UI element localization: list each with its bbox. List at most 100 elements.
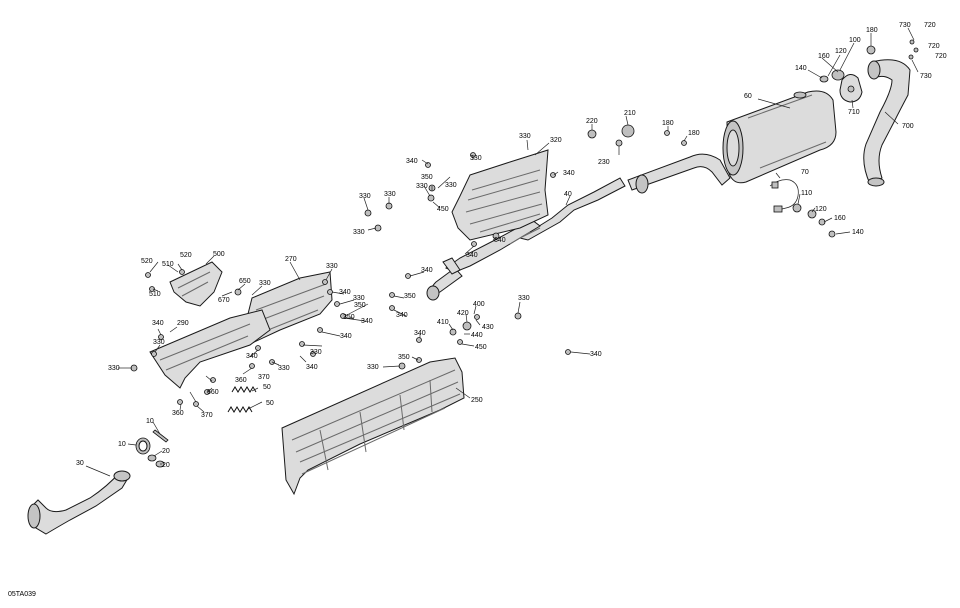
callout-340: 340: [563, 170, 575, 177]
callout-330: 330: [326, 263, 338, 270]
callout-730: 730: [899, 22, 911, 29]
callout-270: 270: [285, 256, 297, 263]
left-heat-shield-part: [149, 309, 271, 389]
callout-250: 250: [471, 397, 483, 404]
callout-450: 450: [475, 344, 487, 351]
callout-140: 140: [852, 229, 864, 236]
callout-720: 720: [924, 22, 936, 29]
callout-730: 730: [920, 73, 932, 80]
callout-330: 330: [353, 295, 365, 302]
callout-450: 450: [437, 206, 449, 213]
callout-30: 30: [76, 460, 84, 467]
callout-120: 120: [835, 48, 847, 55]
isolator-hardware: [587, 124, 687, 147]
callout-100: 100: [849, 37, 861, 44]
callout-160: 160: [818, 53, 830, 60]
callout-340: 340: [406, 158, 418, 165]
upper-heat-shield-part: [451, 149, 549, 241]
callout-160: 160: [834, 215, 846, 222]
callout-290: 290: [177, 320, 189, 327]
callout-350: 350: [343, 314, 355, 321]
muffler-hardware: [819, 39, 919, 83]
callout-330: 330: [278, 365, 290, 372]
callout-340: 340: [396, 312, 408, 319]
callout-330: 330: [384, 191, 396, 198]
bracket-part: [169, 261, 223, 307]
callout-320: 320: [550, 137, 562, 144]
callout-330: 330: [416, 183, 428, 190]
lower-heat-shield-part: [281, 357, 465, 496]
tail-pipe-part: [863, 59, 911, 187]
callout-labels: 180 730 720 100 160 120 720 720 140 730 …: [76, 22, 947, 469]
callout-670: 670: [218, 297, 230, 304]
callout-430: 430: [482, 324, 494, 331]
callout-330: 330: [359, 193, 371, 200]
callout-330: 330: [445, 182, 457, 189]
callout-340: 340: [414, 330, 426, 337]
callout-350: 350: [398, 354, 410, 361]
callout-10: 10: [146, 418, 154, 425]
callout-330: 330: [353, 229, 365, 236]
callout-50: 50: [263, 384, 271, 391]
callout-340: 340: [340, 333, 352, 340]
callout-520: 520: [180, 252, 192, 259]
callout-330: 330: [153, 339, 165, 346]
callout-440: 440: [471, 332, 483, 339]
callout-340: 340: [421, 267, 433, 274]
callout-370: 370: [258, 374, 270, 381]
callout-20: 20: [162, 462, 170, 469]
callout-40: 40: [564, 191, 572, 198]
gasket-clamp-parts: [135, 429, 169, 468]
callout-140: 140: [795, 65, 807, 72]
callout-60: 60: [744, 93, 752, 100]
callout-70: 70: [801, 169, 809, 176]
callout-340: 340: [339, 289, 351, 296]
callout-710: 710: [848, 109, 860, 116]
callout-500: 500: [213, 251, 225, 258]
callout-330: 330: [519, 133, 531, 140]
callout-510: 510: [162, 261, 174, 268]
callout-720: 720: [935, 53, 947, 60]
callout-180: 180: [662, 120, 674, 127]
callout-370: 370: [201, 412, 213, 419]
callout-50: 50: [266, 400, 274, 407]
callout-420: 420: [457, 310, 469, 317]
callout-700: 700: [902, 123, 914, 130]
callout-20: 20: [162, 448, 170, 455]
callout-10: 10: [118, 441, 126, 448]
callout-330: 330: [470, 155, 482, 162]
callout-340: 340: [306, 364, 318, 371]
leader-lines: [85, 27, 919, 477]
callout-660: 660: [207, 389, 219, 396]
callout-330: 330: [108, 365, 120, 372]
callout-340: 340: [152, 320, 164, 327]
flange-gasket-part: [839, 74, 863, 103]
callout-330: 330: [367, 364, 379, 371]
callout-340: 340: [466, 252, 478, 259]
callout-340: 340: [590, 351, 602, 358]
callout-400: 400: [473, 301, 485, 308]
callout-180: 180: [866, 27, 878, 34]
callout-120: 120: [815, 206, 827, 213]
callout-520: 520: [141, 258, 153, 265]
callout-350: 350: [421, 174, 433, 181]
callout-180: 180: [688, 130, 700, 137]
callout-510: 510: [149, 291, 161, 298]
callout-350: 350: [404, 293, 416, 300]
callout-410: 410: [437, 319, 449, 326]
callout-360: 360: [172, 410, 184, 417]
callout-330: 330: [518, 295, 530, 302]
oxygen-sensor-part: [769, 179, 836, 238]
mid-pipe-part: [426, 153, 731, 301]
callout-340: 340: [361, 318, 373, 325]
callout-330: 330: [259, 280, 271, 287]
figure-code: 05TA039: [8, 591, 36, 598]
callout-220: 220: [586, 118, 598, 125]
callout-210: 210: [624, 110, 636, 117]
muffler-part: [722, 90, 837, 184]
front-exhaust-pipe-part: [27, 470, 131, 535]
callout-650: 650: [239, 278, 251, 285]
springs-part: [227, 386, 257, 413]
callout-720: 720: [928, 43, 940, 50]
callout-110: 110: [801, 190, 812, 197]
